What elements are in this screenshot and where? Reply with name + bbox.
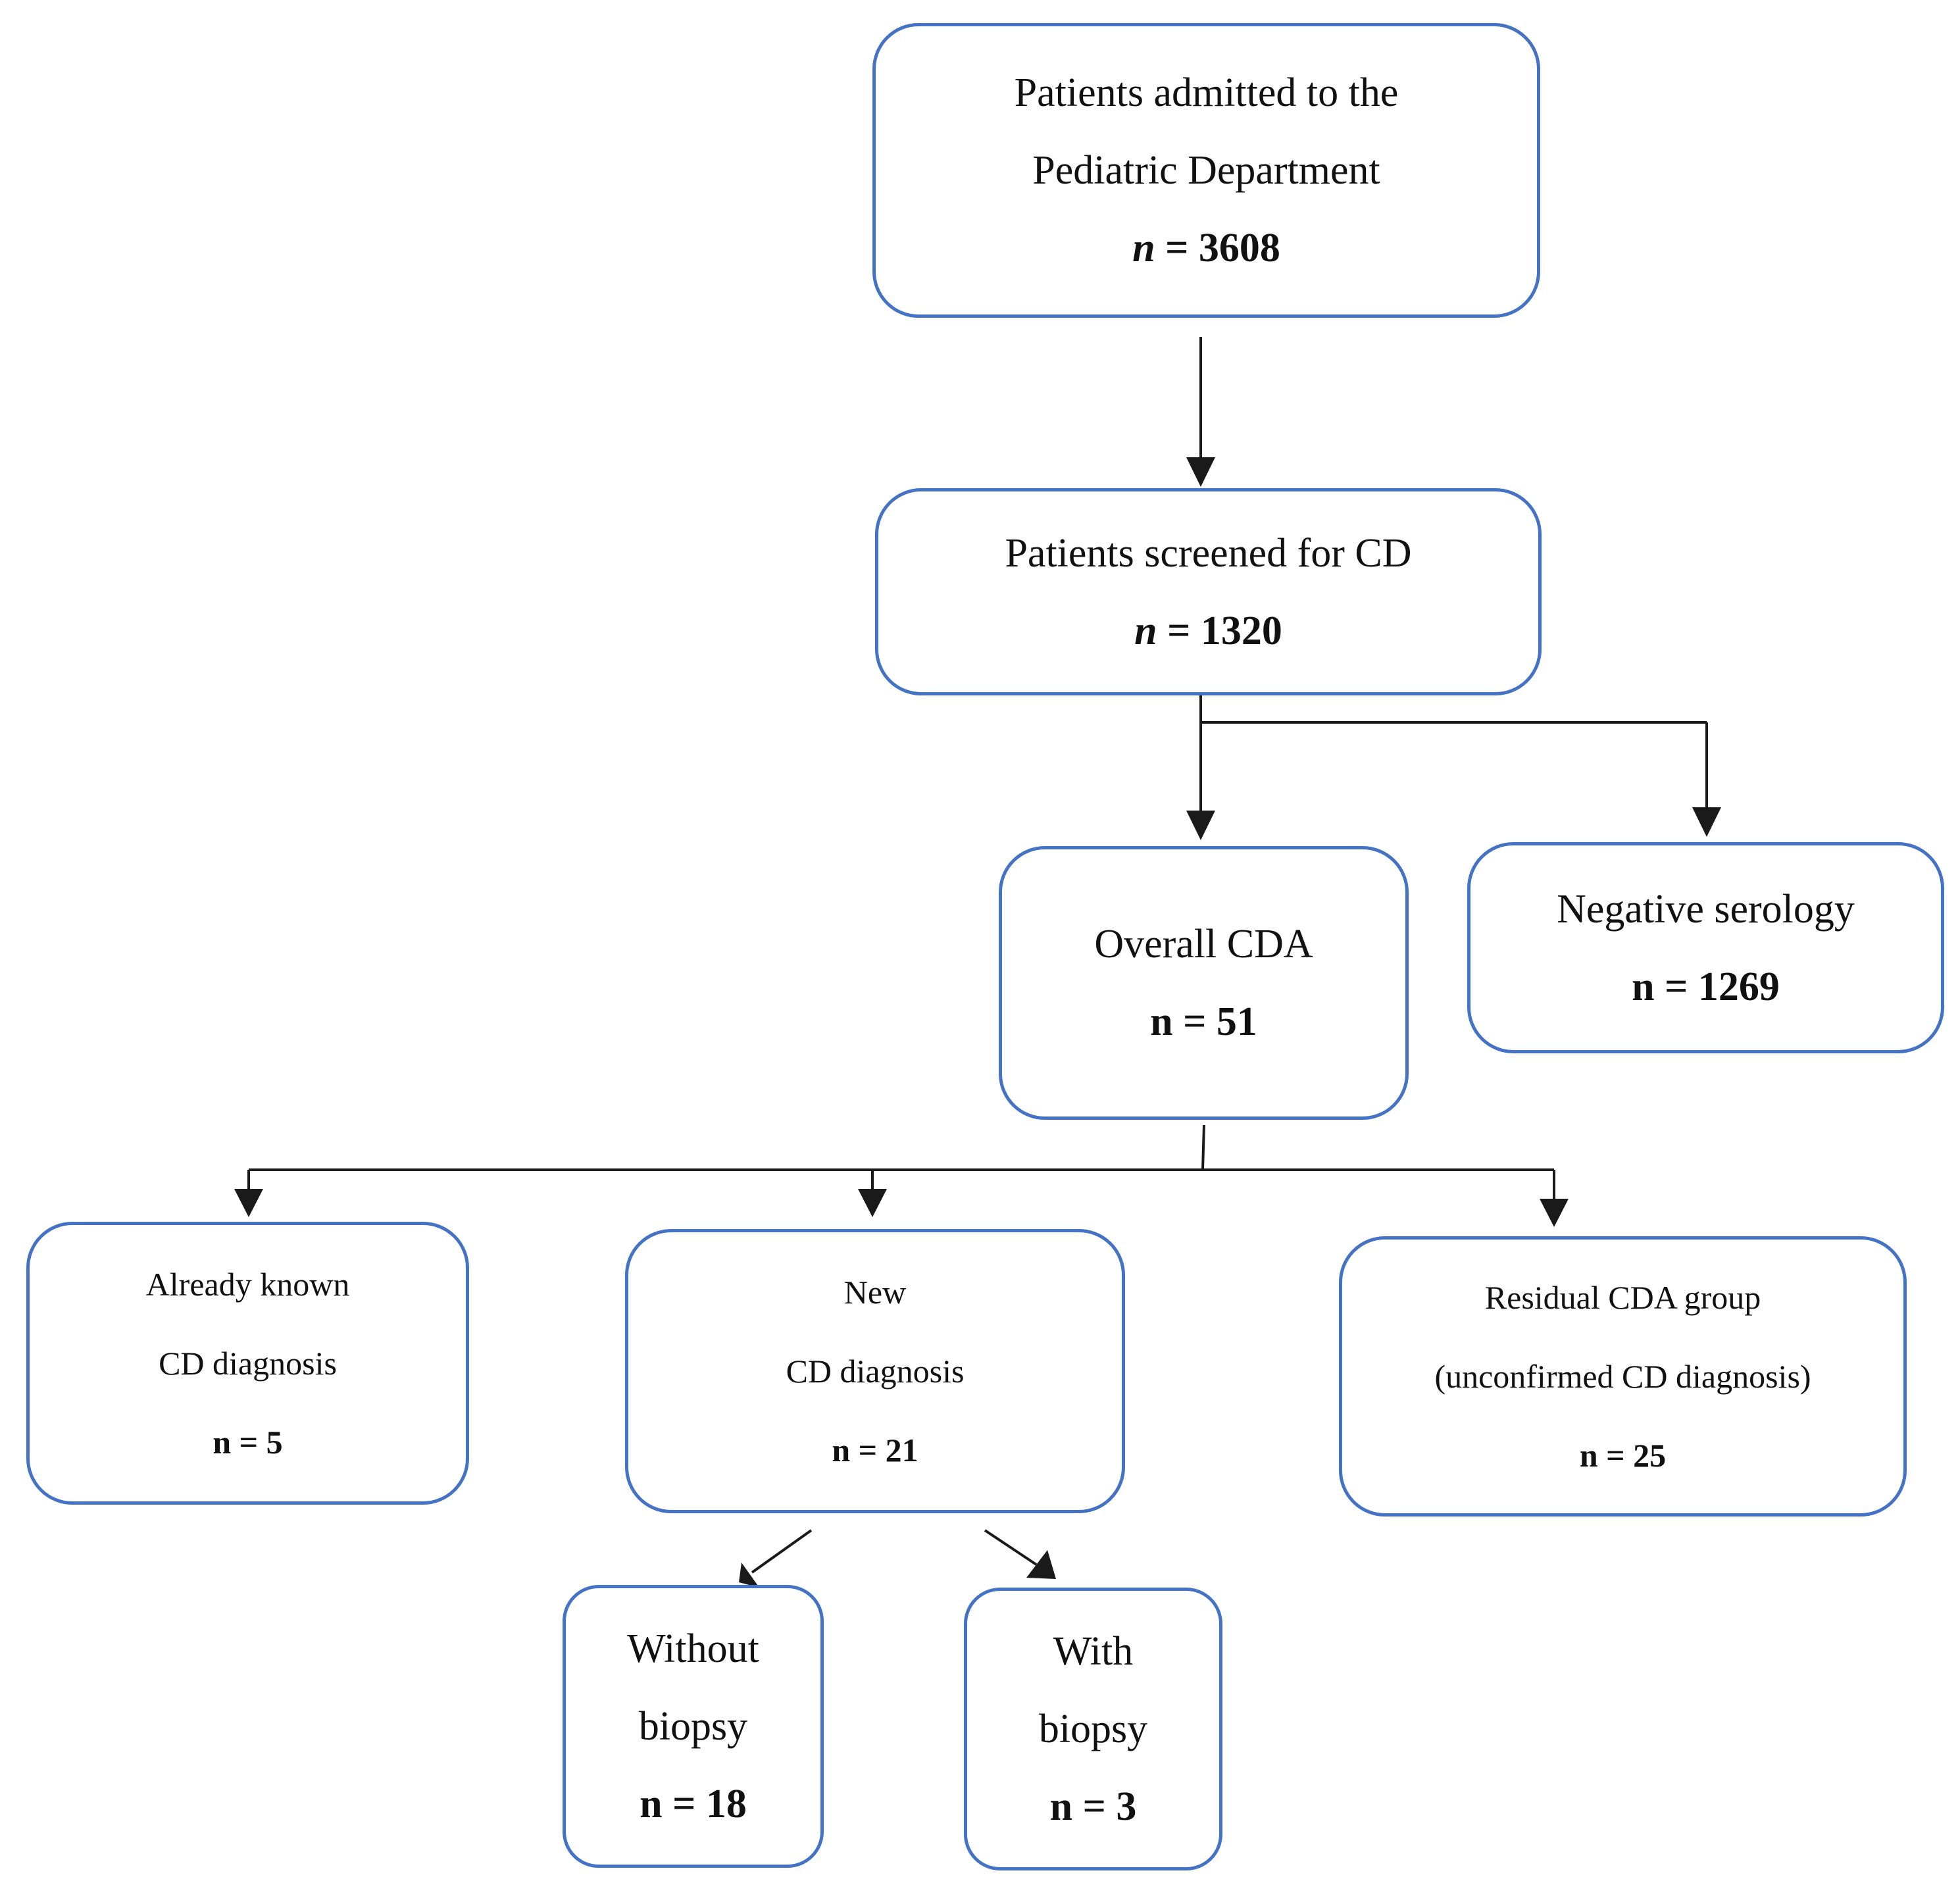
screened-line1: Patients screened for CD <box>1005 530 1412 576</box>
arrowhead-overall-cda <box>1186 811 1215 840</box>
already-known-count: n = 5 <box>213 1424 283 1461</box>
screened-n-value: = 1320 <box>1167 608 1282 653</box>
with-biopsy-count: n = 3 <box>1049 1784 1137 1829</box>
negative-serology-count: n = 1269 <box>1632 964 1780 1009</box>
admitted-line1: Patients admitted to the <box>1014 70 1399 115</box>
without-biopsy-line1: Without <box>627 1626 759 1671</box>
arrowhead-negative-serology <box>1692 807 1721 837</box>
box-new-cd-diagnosis: New CD diagnosis n = 21 <box>625 1229 1125 1513</box>
arrowhead-with-biopsy <box>1026 1550 1056 1579</box>
box-overall-cda: Overall CDA n = 51 <box>999 846 1409 1120</box>
box-residual-cda-group: Residual CDA group (unconfirmed CD diagn… <box>1339 1236 1907 1517</box>
box-already-known-cd: Already known CD diagnosis n = 5 <box>26 1222 469 1505</box>
box-patients-screened: Patients screened for CD n = 1320 <box>875 488 1542 695</box>
negative-serology-label: Negative serology <box>1557 886 1855 932</box>
overall-cda-count: n = 51 <box>1150 999 1257 1044</box>
arrow-to-without-biopsy <box>751 1529 813 1574</box>
line-overall-trunk <box>1201 1124 1205 1170</box>
residual-cda-count: n = 25 <box>1579 1437 1667 1474</box>
already-known-line2: CD diagnosis <box>159 1345 337 1382</box>
new-cd-line2: CD diagnosis <box>786 1353 965 1390</box>
box-negative-serology: Negative serology n = 1269 <box>1467 842 1944 1053</box>
without-biopsy-line2: biopsy <box>638 1704 748 1749</box>
screened-n-symbol: n <box>1134 608 1157 653</box>
admitted-n-value: = 3608 <box>1165 226 1280 270</box>
with-biopsy-line1: With <box>1053 1629 1134 1674</box>
admitted-line2: Pediatric Department <box>1032 148 1380 193</box>
arrowhead-new-cd <box>858 1189 887 1217</box>
box-without-biopsy: Without biopsy n = 18 <box>563 1585 824 1868</box>
with-biopsy-line2: biopsy <box>1038 1707 1148 1751</box>
new-cd-count: n = 21 <box>832 1432 918 1468</box>
residual-cda-line2: (unconfirmed CD diagnosis) <box>1434 1358 1811 1395</box>
box-with-biopsy: With biopsy n = 3 <box>964 1588 1222 1870</box>
arrow-to-with-biopsy <box>984 1529 1038 1566</box>
arrowhead-already-known <box>234 1189 263 1217</box>
box-patients-admitted: Patients admitted to the Pediatric Depar… <box>872 23 1540 318</box>
already-known-line1: Already known <box>145 1266 350 1303</box>
arrowhead-residual-cda <box>1540 1199 1569 1227</box>
arrowhead-without-biopsy <box>739 1563 759 1588</box>
without-biopsy-count: n = 18 <box>640 1782 747 1826</box>
overall-cda-label: Overall CDA <box>1094 922 1313 966</box>
residual-cda-line1: Residual CDA group <box>1484 1279 1761 1316</box>
admitted-n-symbol: n <box>1132 226 1155 270</box>
arrowhead-screened <box>1186 457 1215 487</box>
admitted-count: n = 3608 <box>1132 209 1280 287</box>
new-cd-line1: New <box>843 1274 907 1311</box>
screened-count: n = 1320 <box>1134 592 1282 670</box>
